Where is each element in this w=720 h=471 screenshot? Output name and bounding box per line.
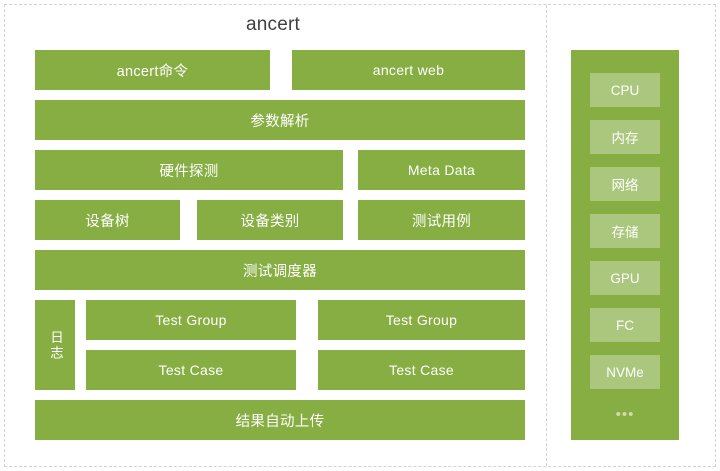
hw-chip-nvme[interactable]: NVMe [590, 355, 660, 389]
block-device-tree[interactable]: 设备树 [35, 200, 180, 240]
block-device-category[interactable]: 设备类别 [197, 200, 343, 240]
block-test-case-left[interactable]: Test Case [86, 350, 296, 390]
hardware-panel: CPU 内存 网络 存储 GPU FC NVMe ••• [571, 50, 679, 440]
block-test-case-right[interactable]: Test Case [318, 350, 525, 390]
block-result-auto-upload[interactable]: 结果自动上传 [35, 400, 525, 440]
hw-chip-fc[interactable]: FC [590, 308, 660, 342]
block-log[interactable]: 日志 [35, 300, 75, 390]
hw-chip-network[interactable]: 网络 [590, 167, 660, 201]
vertical-dashed-divider [546, 5, 547, 466]
block-parameter-parsing[interactable]: 参数解析 [35, 100, 525, 140]
block-ancert-command[interactable]: ancert命令 [35, 50, 270, 90]
page-title: ancert [245, 14, 300, 35]
block-meta-data[interactable]: Meta Data [358, 150, 525, 190]
block-test-case-library[interactable]: 测试用例 [358, 200, 525, 240]
block-test-scheduler[interactable]: 测试调度器 [35, 250, 525, 290]
hw-chip-gpu[interactable]: GPU [590, 261, 660, 295]
block-test-group-right[interactable]: Test Group [318, 300, 525, 340]
hw-chip-cpu[interactable]: CPU [590, 73, 660, 107]
hw-more-indicator: ••• [615, 406, 635, 423]
block-hardware-detection[interactable]: 硬件探测 [35, 150, 343, 190]
block-test-group-left[interactable]: Test Group [86, 300, 296, 340]
block-ancert-web[interactable]: ancert web [292, 50, 525, 90]
hw-chip-memory[interactable]: 内存 [590, 120, 660, 154]
hw-chip-storage[interactable]: 存储 [590, 214, 660, 248]
